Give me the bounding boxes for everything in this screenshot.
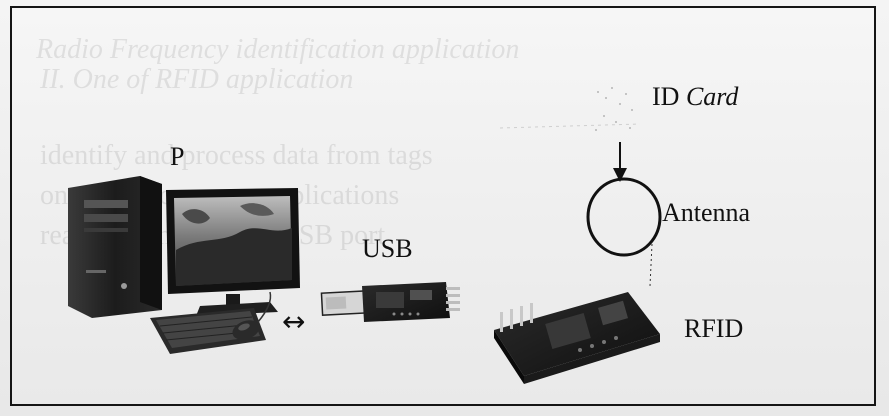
usb-label: USB xyxy=(362,234,413,263)
id-card-label: ID Card xyxy=(652,84,738,110)
antenna-loop-icon xyxy=(586,177,662,287)
arrow-down-icon xyxy=(613,142,627,182)
id-card-icon xyxy=(499,87,641,131)
monitor-icon xyxy=(166,188,300,316)
rfid-label: RFID xyxy=(684,314,744,343)
antenna-label: Antenna xyxy=(662,198,751,227)
id-card-label-prefix: ID xyxy=(652,82,686,111)
usb-adapter-icon xyxy=(320,282,460,322)
keyboard-icon xyxy=(150,308,266,354)
mouse-icon xyxy=(232,291,272,340)
pc-tower-icon xyxy=(68,176,162,318)
rfid-module-icon xyxy=(494,292,660,384)
bidirectional-arrow-icon: ↔ xyxy=(282,305,306,338)
pc-label: P xyxy=(170,142,185,171)
id-card-label-suffix: Card xyxy=(685,82,739,111)
